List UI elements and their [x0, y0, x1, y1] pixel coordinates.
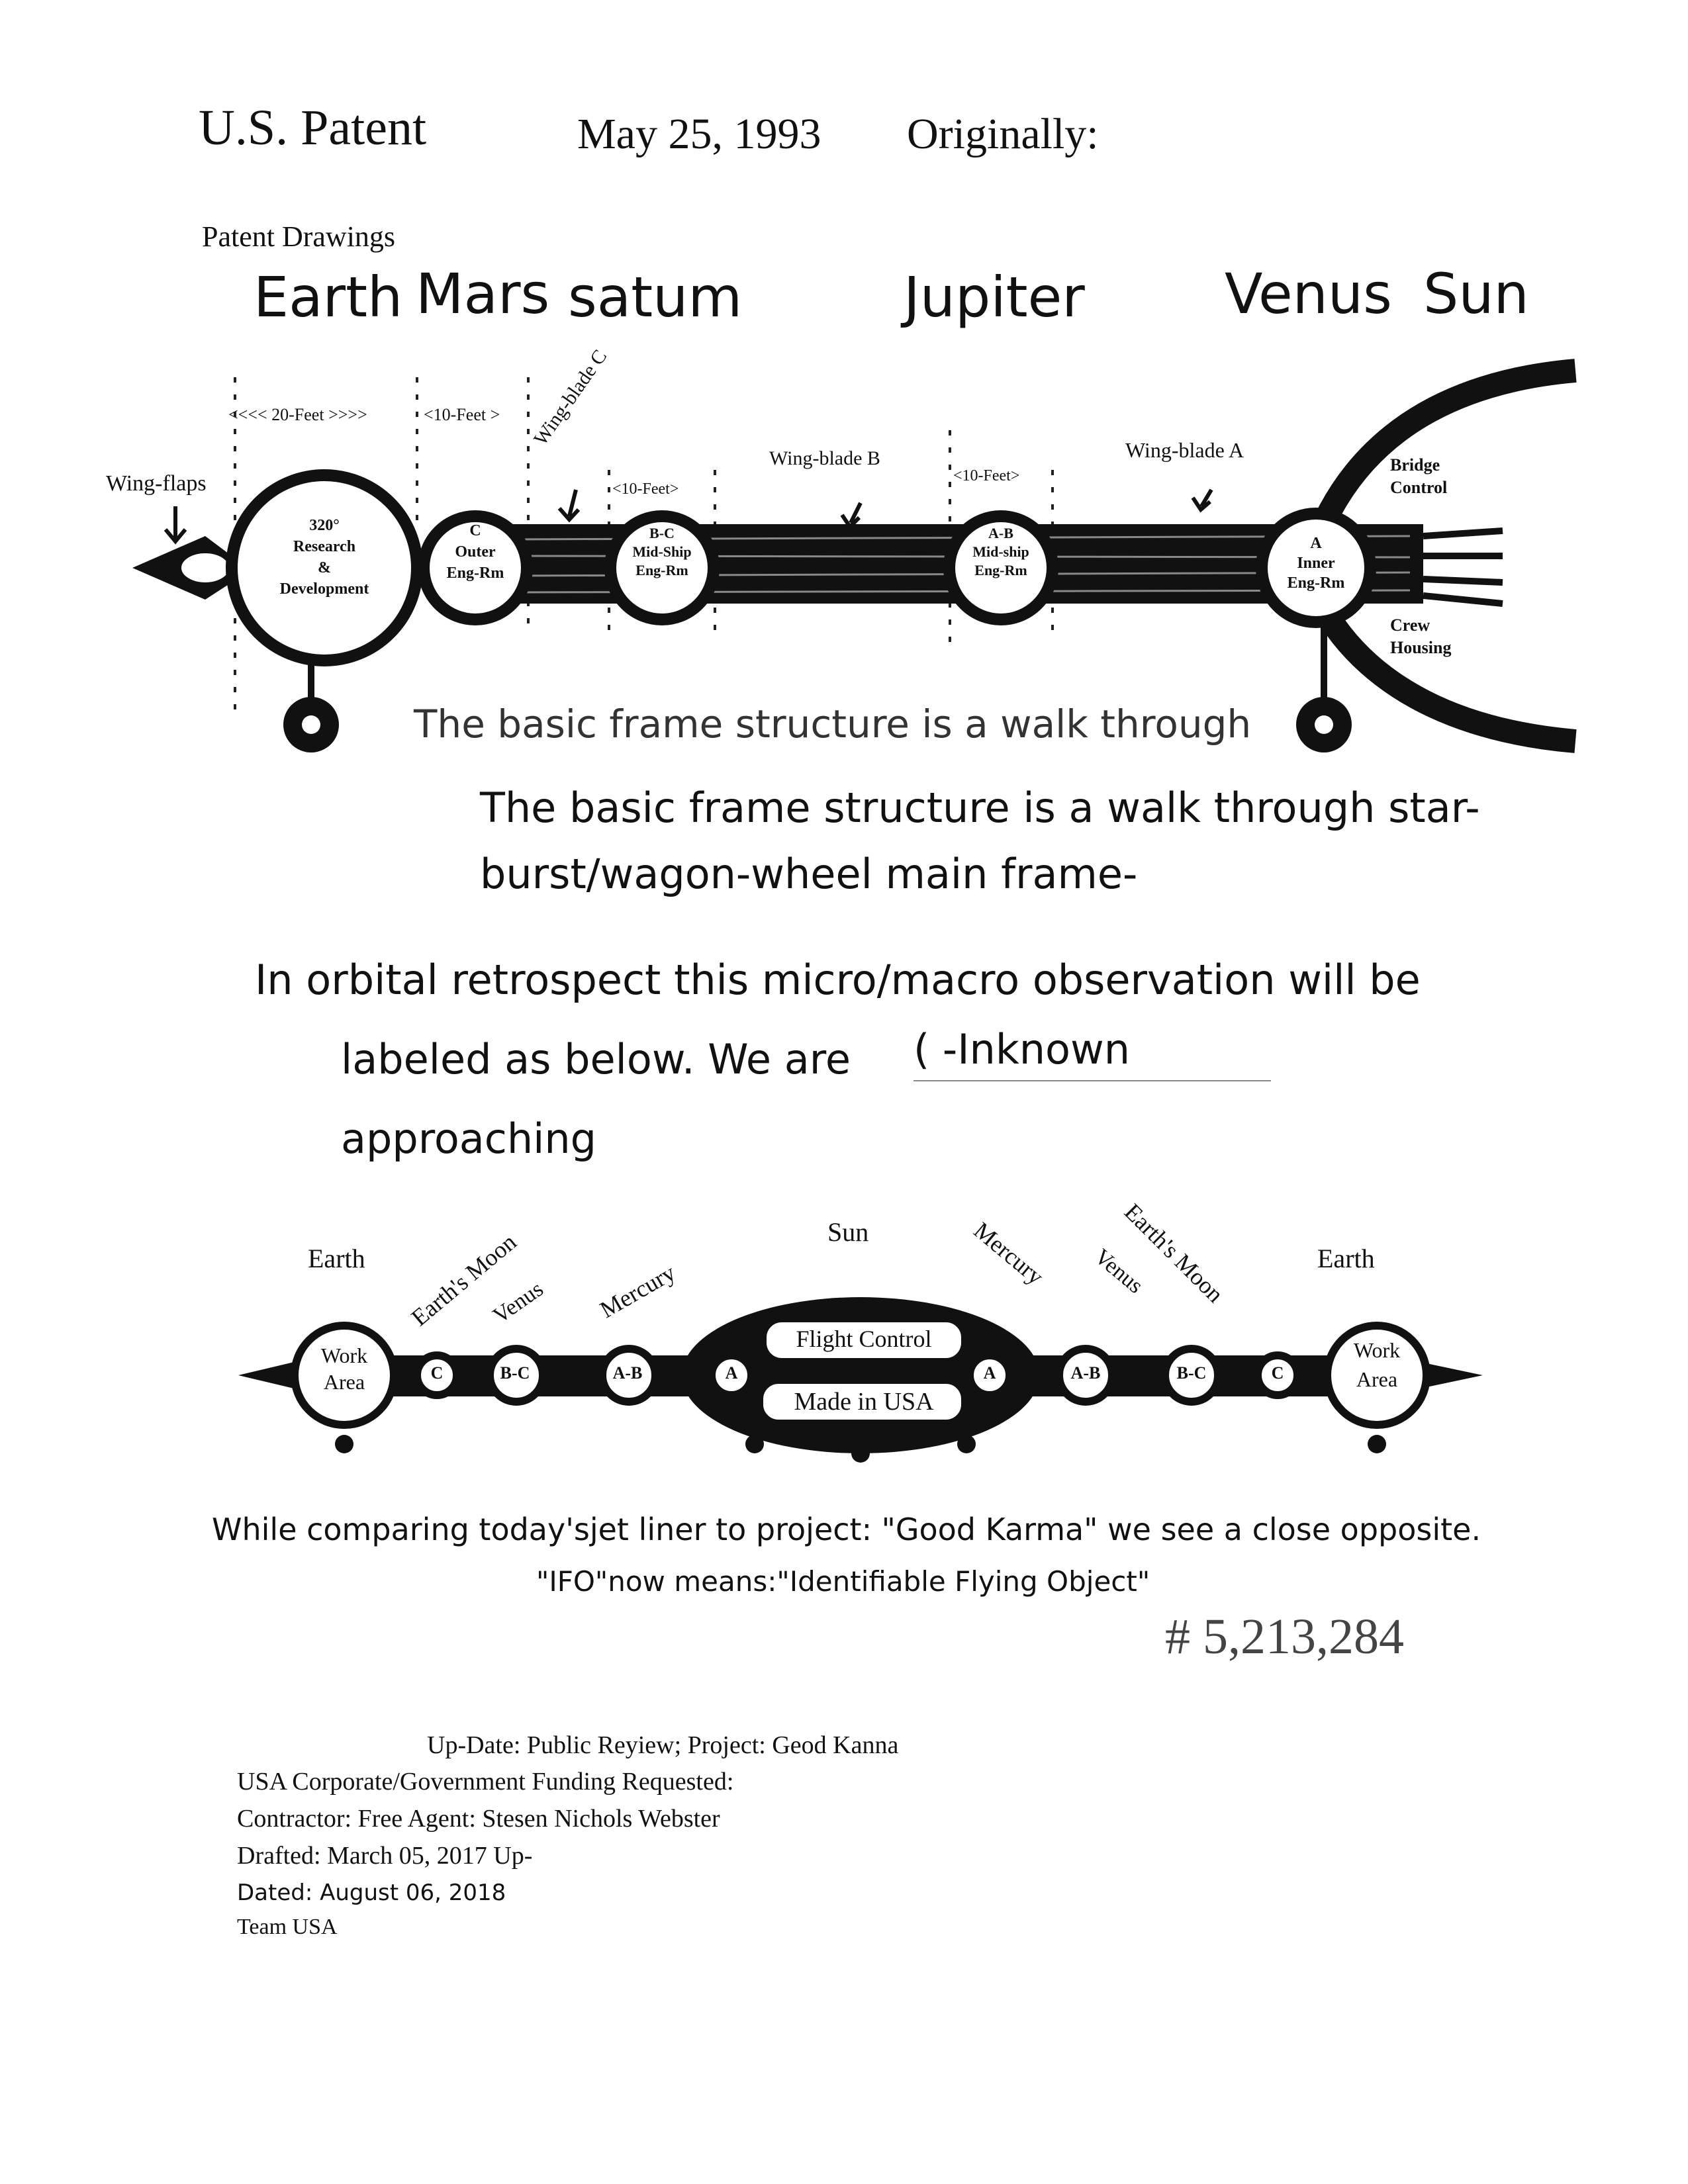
- pod-c-label: C Outer Eng-Rm: [446, 522, 504, 582]
- orbit-label-earth-right: Earth: [1317, 1244, 1375, 1273]
- crew-housing-label: Crew Housing: [1390, 615, 1452, 657]
- patent-number: # 5,213,284: [1165, 1609, 1404, 1664]
- planet-label-earth: Earth: [254, 265, 403, 330]
- pod-research: [226, 469, 423, 666]
- planet-label-jupiter: Jupiter: [904, 265, 1085, 330]
- orbital-text-line3: approaching: [341, 1115, 597, 1163]
- comparison-line1: While comparing today'sjet liner to proj…: [212, 1512, 1481, 1547]
- wing-flaps-label: Wing-flaps: [106, 471, 207, 496]
- patent-date: May 25, 1993: [577, 110, 821, 158]
- originally-label: Originally:: [907, 110, 1099, 158]
- footer-contractor: Contractor: Free Agent: Stesen Nichols W…: [237, 1805, 720, 1833]
- pod2-ab-right: A-B: [1070, 1363, 1101, 1383]
- unknown-underline: [914, 1080, 1271, 1081]
- pod-a: [1256, 508, 1376, 628]
- bridge-control-label: Bridge Control: [1390, 455, 1448, 497]
- planet-label-sun: Sun: [1423, 261, 1529, 326]
- frame-text-line1: The basic frame structure is a walk thro…: [480, 784, 1480, 832]
- pod-ab-label: A-B Mid-ship Eng-Rm: [972, 525, 1029, 578]
- comparison-line2: "IFO"now means:"Identifiable Flying Obje…: [536, 1565, 1150, 1598]
- frame-text-line2: burst/wagon-wheel main frame-: [480, 850, 1138, 898]
- unknown-label: ( -Inknown: [914, 1025, 1130, 1073]
- footer-drafted: Drafted: March 05, 2017 Up-: [237, 1842, 533, 1870]
- pod-ab: [943, 510, 1058, 625]
- work-area-right: Work Area: [1353, 1338, 1401, 1391]
- pod2-a-left: A: [725, 1363, 738, 1383]
- planet-label-satum: satum: [568, 265, 743, 330]
- pod2-c-left: C: [430, 1363, 444, 1383]
- dim-20-feet: <<<< 20-Feet >>>>: [228, 405, 367, 424]
- dim-10-feet-b: <10-Feet>: [612, 480, 679, 498]
- pod2-bc-left: B-C: [500, 1363, 530, 1383]
- pod2-a-right: A: [983, 1363, 996, 1383]
- pod-bc: [604, 510, 720, 625]
- footer-funding: USA Corporate/Government Funding Request…: [237, 1768, 734, 1796]
- planet-label-venus: Venus: [1225, 261, 1392, 326]
- work-area-left: Work Area: [320, 1343, 368, 1394]
- orbital-text-line1: In orbital retrospect this micro/macro o…: [255, 956, 1421, 1004]
- patent-drawings-label: Patent Drawings: [202, 220, 396, 253]
- orbit-label-earth-left: Earth: [308, 1244, 365, 1273]
- pod-bc-label: B-C Mid-Ship Eng-Rm: [632, 525, 692, 578]
- orbit-label-sun: Sun: [827, 1217, 869, 1247]
- orbital-text-line2: labeled as below. We are: [341, 1035, 851, 1083]
- orbital-ship-diagram: [238, 1297, 1483, 1463]
- wing-blade-a-label: Wing-blade A: [1125, 438, 1244, 462]
- dim-10-feet-c: <10-Feet>: [953, 467, 1020, 484]
- orbit-label-mercury-right: Mercury: [968, 1216, 1049, 1291]
- footer-team: Team USA: [237, 1915, 338, 1939]
- hanging-rings: [283, 622, 1352, 752]
- orbit-label-venus-right: Venus: [1090, 1244, 1148, 1298]
- footer-dated: Dated: August 06, 2018: [237, 1880, 506, 1906]
- pod2-bc-right: B-C: [1176, 1363, 1207, 1383]
- footer-update: Up-Date: Public Reyiew; Project: Geod Ka…: [427, 1731, 899, 1759]
- patent-title: U.S. Patent: [199, 100, 427, 156]
- flight-control-label: Flight Control: [796, 1326, 932, 1352]
- ship-frame-diagram: [132, 359, 1577, 753]
- wing-blade-b-label: Wing-blade B: [769, 447, 880, 469]
- pod2-c-right: C: [1271, 1363, 1284, 1383]
- pod-c: [418, 510, 533, 625]
- planet-label-mars: Mars: [416, 261, 550, 326]
- pod2-ab-left: A-B: [612, 1363, 643, 1383]
- pod-research-label: 320° Research & Development: [279, 517, 369, 598]
- made-in-usa-label: Made in USA: [794, 1388, 934, 1416]
- pod-a-label: A Inner Eng-Rm: [1287, 535, 1345, 592]
- diagram-caption: The basic frame structure is a walk thro…: [414, 702, 1252, 747]
- dim-10-feet-a: <10-Feet >: [424, 405, 500, 424]
